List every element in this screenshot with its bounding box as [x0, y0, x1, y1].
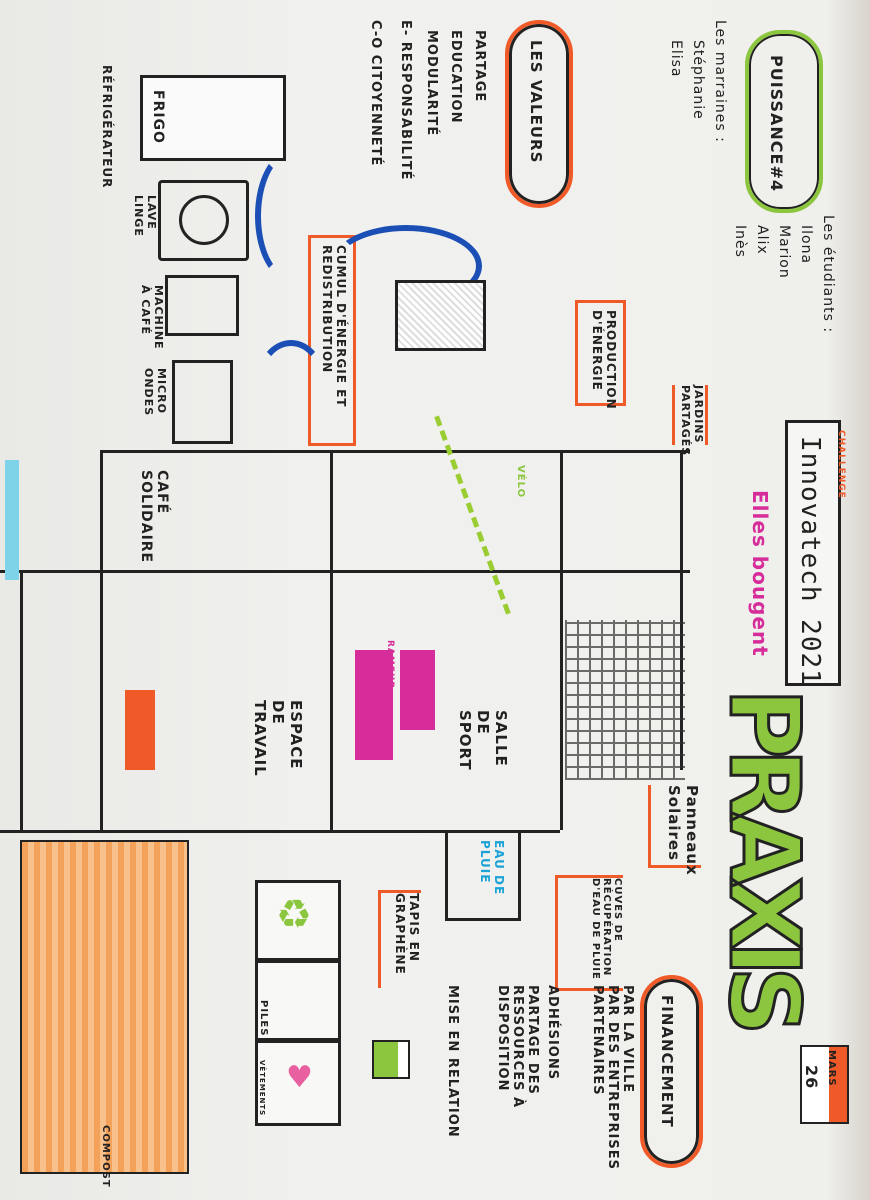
- garden-label: JARDINS PARTAGÉS: [672, 385, 708, 456]
- student-name: Inès: [732, 225, 748, 258]
- sport-mat: [400, 650, 435, 730]
- building: [0, 440, 690, 840]
- recycle-bin-icon: ♻: [255, 880, 341, 961]
- fridge-icon: [140, 75, 286, 161]
- value-item: MODULARITÉ: [424, 30, 439, 137]
- fridge-label: RÉFRIGÉRATEUR: [100, 65, 114, 189]
- work-desk: [125, 690, 155, 770]
- funding-item: ADHÉSIONS: [545, 985, 560, 1081]
- sponsor-name: Stéphanie: [690, 40, 706, 120]
- washing-machine-label: LAVE LINGE: [132, 195, 158, 237]
- value-item: C-O CITOYENNETÉ: [368, 20, 383, 167]
- fridge-name: FRIGO: [150, 90, 166, 144]
- washing-machine-icon: [158, 180, 249, 261]
- students-label: Les étudiants :: [820, 215, 836, 334]
- tanks-label: CUVES DE RÉCUPÉRATION D'EAU DE PLUIE: [555, 875, 623, 991]
- battery-bin-icon: [255, 960, 341, 1041]
- student-name: Ilona: [798, 225, 814, 265]
- value-item: EDUCATION: [448, 30, 463, 124]
- coffee-machine-label: MACHINE À CAFÉ: [139, 285, 165, 350]
- sponsor-name: Elisa: [668, 40, 684, 78]
- energy-production-box: [575, 300, 626, 406]
- arrow-icon: [255, 150, 327, 282]
- funding-item: MISE EN RELATION: [445, 985, 460, 1138]
- funding-item: PAR DES ENTREPRISES PARTENAIRES: [590, 985, 620, 1170]
- project-title: PRAXIS: [707, 686, 822, 1026]
- battery-icon: [395, 280, 486, 351]
- terrace: [20, 840, 189, 1174]
- battery-bin-label: PILES: [258, 1000, 269, 1037]
- funding-title: FINANCEMENT: [658, 995, 676, 1128]
- cafe-label: CAFÉ SOLIDAIRE: [138, 470, 170, 564]
- clothes-bin-label: VÊTEMENTS: [258, 1060, 266, 1117]
- rain-tank: [445, 830, 521, 921]
- battery-icon: [372, 1040, 410, 1079]
- funding-item: PARTAGE DES RESSOURCES À DISPOSITION: [495, 985, 540, 1109]
- funding-item: PAR LA VILLE: [620, 985, 635, 1094]
- calendar-icon: [800, 1045, 849, 1124]
- arrow-icon: [255, 340, 327, 432]
- solar-panels-icon: [565, 620, 685, 780]
- sponsors-label: Les marraines :: [712, 20, 728, 143]
- cafe-window: [5, 460, 19, 580]
- work-label: ESPACE DE TRAVAIL: [251, 700, 305, 777]
- values-title: LES VALEURS: [527, 40, 545, 164]
- arrow-icon: [330, 225, 482, 307]
- team-badge: [745, 30, 823, 213]
- banner-title: Innovatech 2021: [795, 436, 825, 686]
- microwave-label: MICRO ONDES: [142, 368, 168, 417]
- compost-label: COMPOST: [100, 1125, 111, 1188]
- value-item: PARTAGE: [472, 30, 487, 103]
- microwave-icon: [172, 360, 233, 444]
- calendar-month: MARS: [826, 1050, 837, 1087]
- team-name: PUISSANCE#4: [767, 55, 786, 192]
- carpet-label: TAPIS EN GRAPHÈNE: [378, 890, 421, 988]
- student-name: Marion: [776, 225, 792, 279]
- rain-label: EAU DE PLUIE: [478, 840, 506, 896]
- banner-subtitle: Elles bougent: [748, 490, 772, 657]
- funding-cloud: [640, 975, 703, 1168]
- energy-storage-box: [308, 235, 356, 446]
- student-name: Alix: [754, 225, 770, 255]
- values-cloud: [505, 20, 573, 208]
- sport-label: SALLE DE SPORT: [456, 710, 510, 771]
- value-item: E- RESPONSABILITÉ: [398, 20, 413, 181]
- solar-label: Panneaux Solaires: [648, 785, 701, 876]
- clothes-bin-icon: ♥: [255, 1040, 341, 1126]
- banner-challenge: CHALLENGE: [836, 430, 846, 499]
- energy-production-label: PRODUCTION D'ÉNERGIE: [590, 310, 618, 410]
- bike-label: VÉLO: [515, 465, 526, 499]
- calendar-day: 26: [802, 1065, 821, 1090]
- challenge-banner: [785, 420, 841, 686]
- sport-mat: [355, 650, 393, 760]
- coffee-machine-icon: [165, 275, 239, 336]
